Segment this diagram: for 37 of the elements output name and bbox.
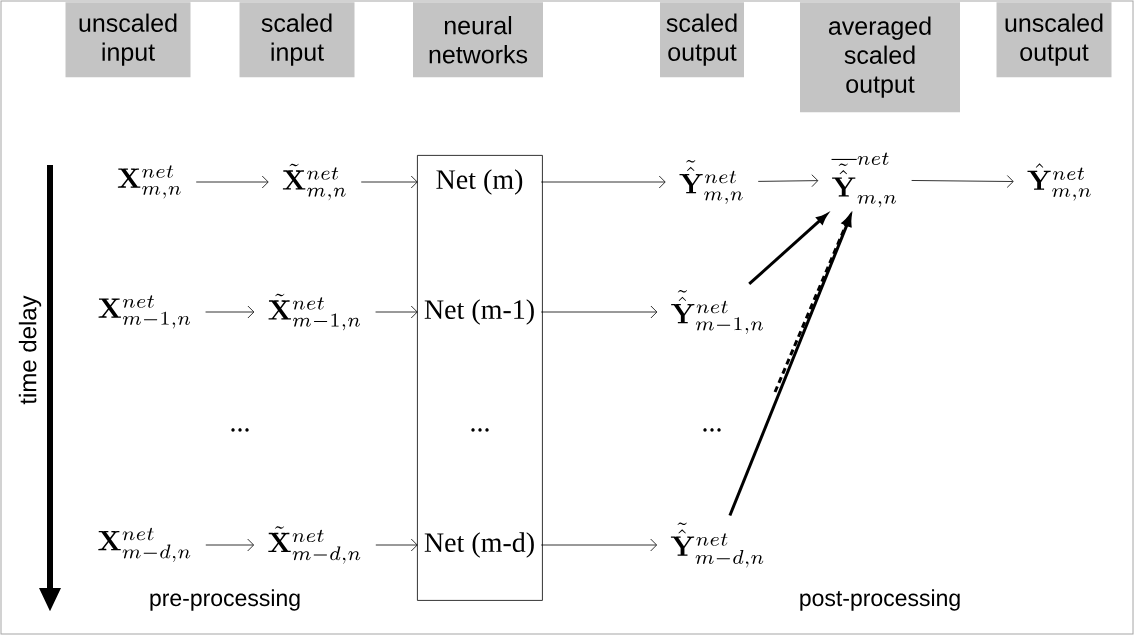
arrow	[375, 305, 418, 319]
ellipsis: ...	[703, 428, 721, 432]
arrow	[205, 305, 255, 319]
header-box: averaged scaled output	[800, 2, 960, 113]
formula: $\mathbf{X}^{net}_{m-d,n}$	[98, 527, 191, 562]
arrow	[205, 538, 255, 552]
ellipsis: ...	[231, 428, 249, 432]
arrow	[195, 175, 269, 189]
formula: $\tilde{\mathbf{X}}^{net}_{m,n}$	[282, 163, 346, 201]
stage-label: post-processing	[800, 589, 960, 611]
header-box: scaled input	[239, 2, 355, 78]
arrow	[540, 175, 666, 189]
formula: $\tilde{\mathbf{X}}^{net}_{m-1,n}$	[268, 293, 361, 331]
network-label: Net (m)	[436, 169, 523, 195]
header-box: scaled output	[660, 2, 744, 78]
ellipsis: ...	[471, 428, 489, 432]
arrow	[540, 305, 658, 319]
network-label: Net (m-d)	[424, 532, 534, 558]
network-label: Net (m-1)	[424, 299, 534, 325]
arrow	[360, 175, 418, 189]
header-box: unscaled output	[996, 2, 1112, 78]
formula: $\hat{\mathbf{Y}}^{net}_{m,n}$	[1027, 163, 1091, 201]
formula: $\overline{\tilde{\hat{\mathbf{Y}}}}^{net}_{m,n}$	[831, 152, 897, 208]
arrow	[540, 538, 658, 552]
stage-label: pre-processing	[150, 589, 300, 611]
arrow	[375, 538, 418, 552]
formula: $\mathbf{X}^{net}_{m,n}$	[117, 165, 181, 199]
header-box: neural networks	[413, 2, 543, 78]
arrow	[911, 175, 1014, 188]
arrow	[757, 174, 819, 188]
axis-label: time delay	[18, 295, 42, 405]
formula: $\mathbf{X}^{net}_{m-1,n}$	[98, 295, 191, 329]
network-box	[417, 155, 543, 601]
formula: $\tilde{\hat{\mathbf{Y}}}^{net}_{m-d,n}$	[670, 522, 764, 568]
formula: $\tilde{\mathbf{X}}^{net}_{m-d,n}$	[268, 526, 361, 564]
formula: $\tilde{\hat{\mathbf{Y}}}^{net}_{m,n}$	[679, 160, 743, 204]
header-box: unscaled input	[65, 2, 191, 78]
